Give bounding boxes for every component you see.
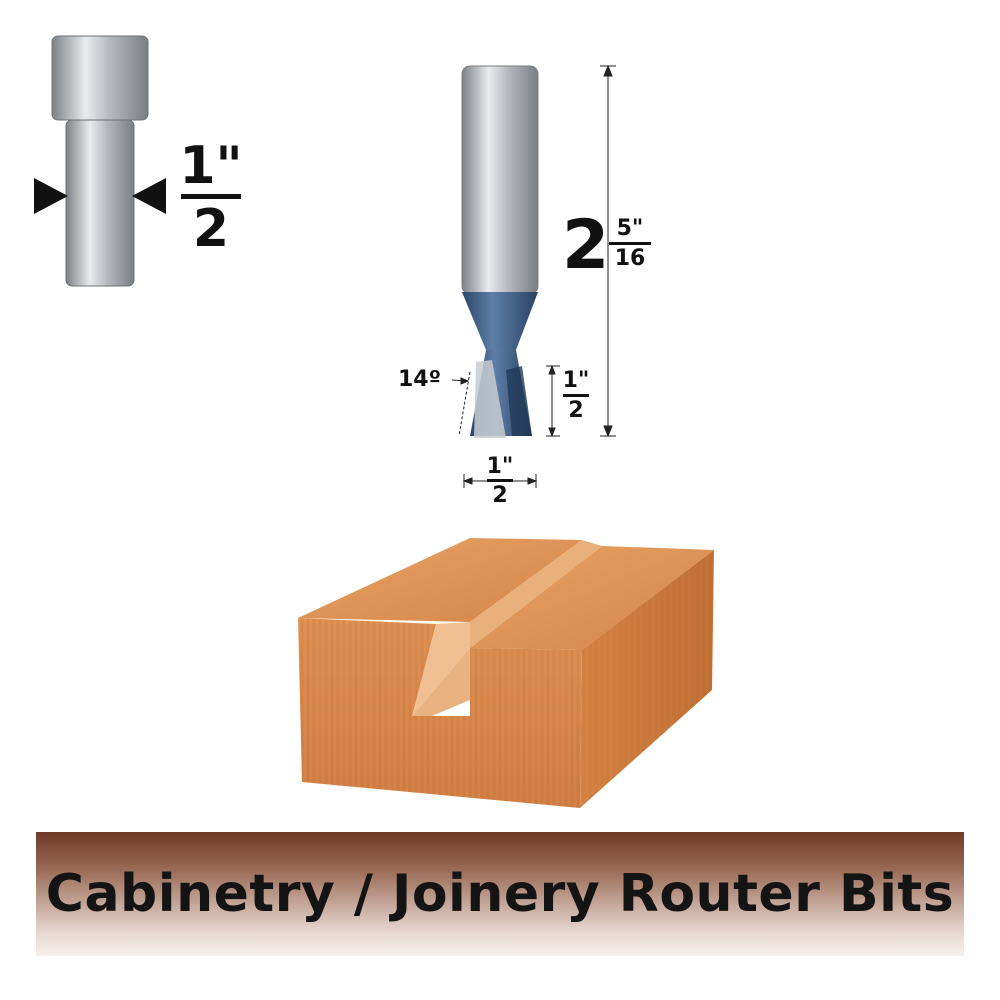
- cut-height-numerator: 1": [562, 368, 590, 393]
- shank-denominator: 2: [192, 199, 230, 259]
- fraction-bar: [563, 394, 589, 397]
- overall-length-whole: 2: [562, 206, 610, 285]
- angle-label: 14º: [398, 367, 442, 392]
- cut-height-denominator: 2: [568, 398, 584, 423]
- category-banner: Cabinetry / Joinery Router Bits: [36, 832, 964, 956]
- angle-indicator: [451, 371, 471, 437]
- overall-length-numerator: 5": [616, 216, 644, 241]
- overall-length-denominator: 16: [614, 246, 646, 271]
- shank-diameter-label: 1" 2: [176, 140, 246, 255]
- fraction-bar: [181, 194, 241, 199]
- cut-diameter-numerator: 1": [486, 454, 514, 479]
- shank-diagram: [34, 35, 166, 287]
- overall-length-fraction: 5" 16: [606, 218, 654, 270]
- arrow-left-icon: [132, 178, 166, 214]
- cut-diameter-label: 1" 2: [482, 456, 518, 507]
- banner-title: Cabinetry / Joinery Router Bits: [45, 864, 955, 924]
- cut-height-label: 1" 2: [558, 370, 594, 422]
- fraction-bar: [487, 479, 513, 482]
- wood-block: [298, 538, 714, 808]
- shank-numerator: 1": [179, 136, 243, 196]
- fraction-bar: [609, 242, 651, 245]
- router-bit: [461, 65, 539, 438]
- cut-height-dimension: [546, 364, 560, 438]
- overall-length-dimension: [600, 64, 616, 438]
- arrow-right-icon: [34, 178, 68, 214]
- cut-diameter-denominator: 2: [492, 483, 508, 508]
